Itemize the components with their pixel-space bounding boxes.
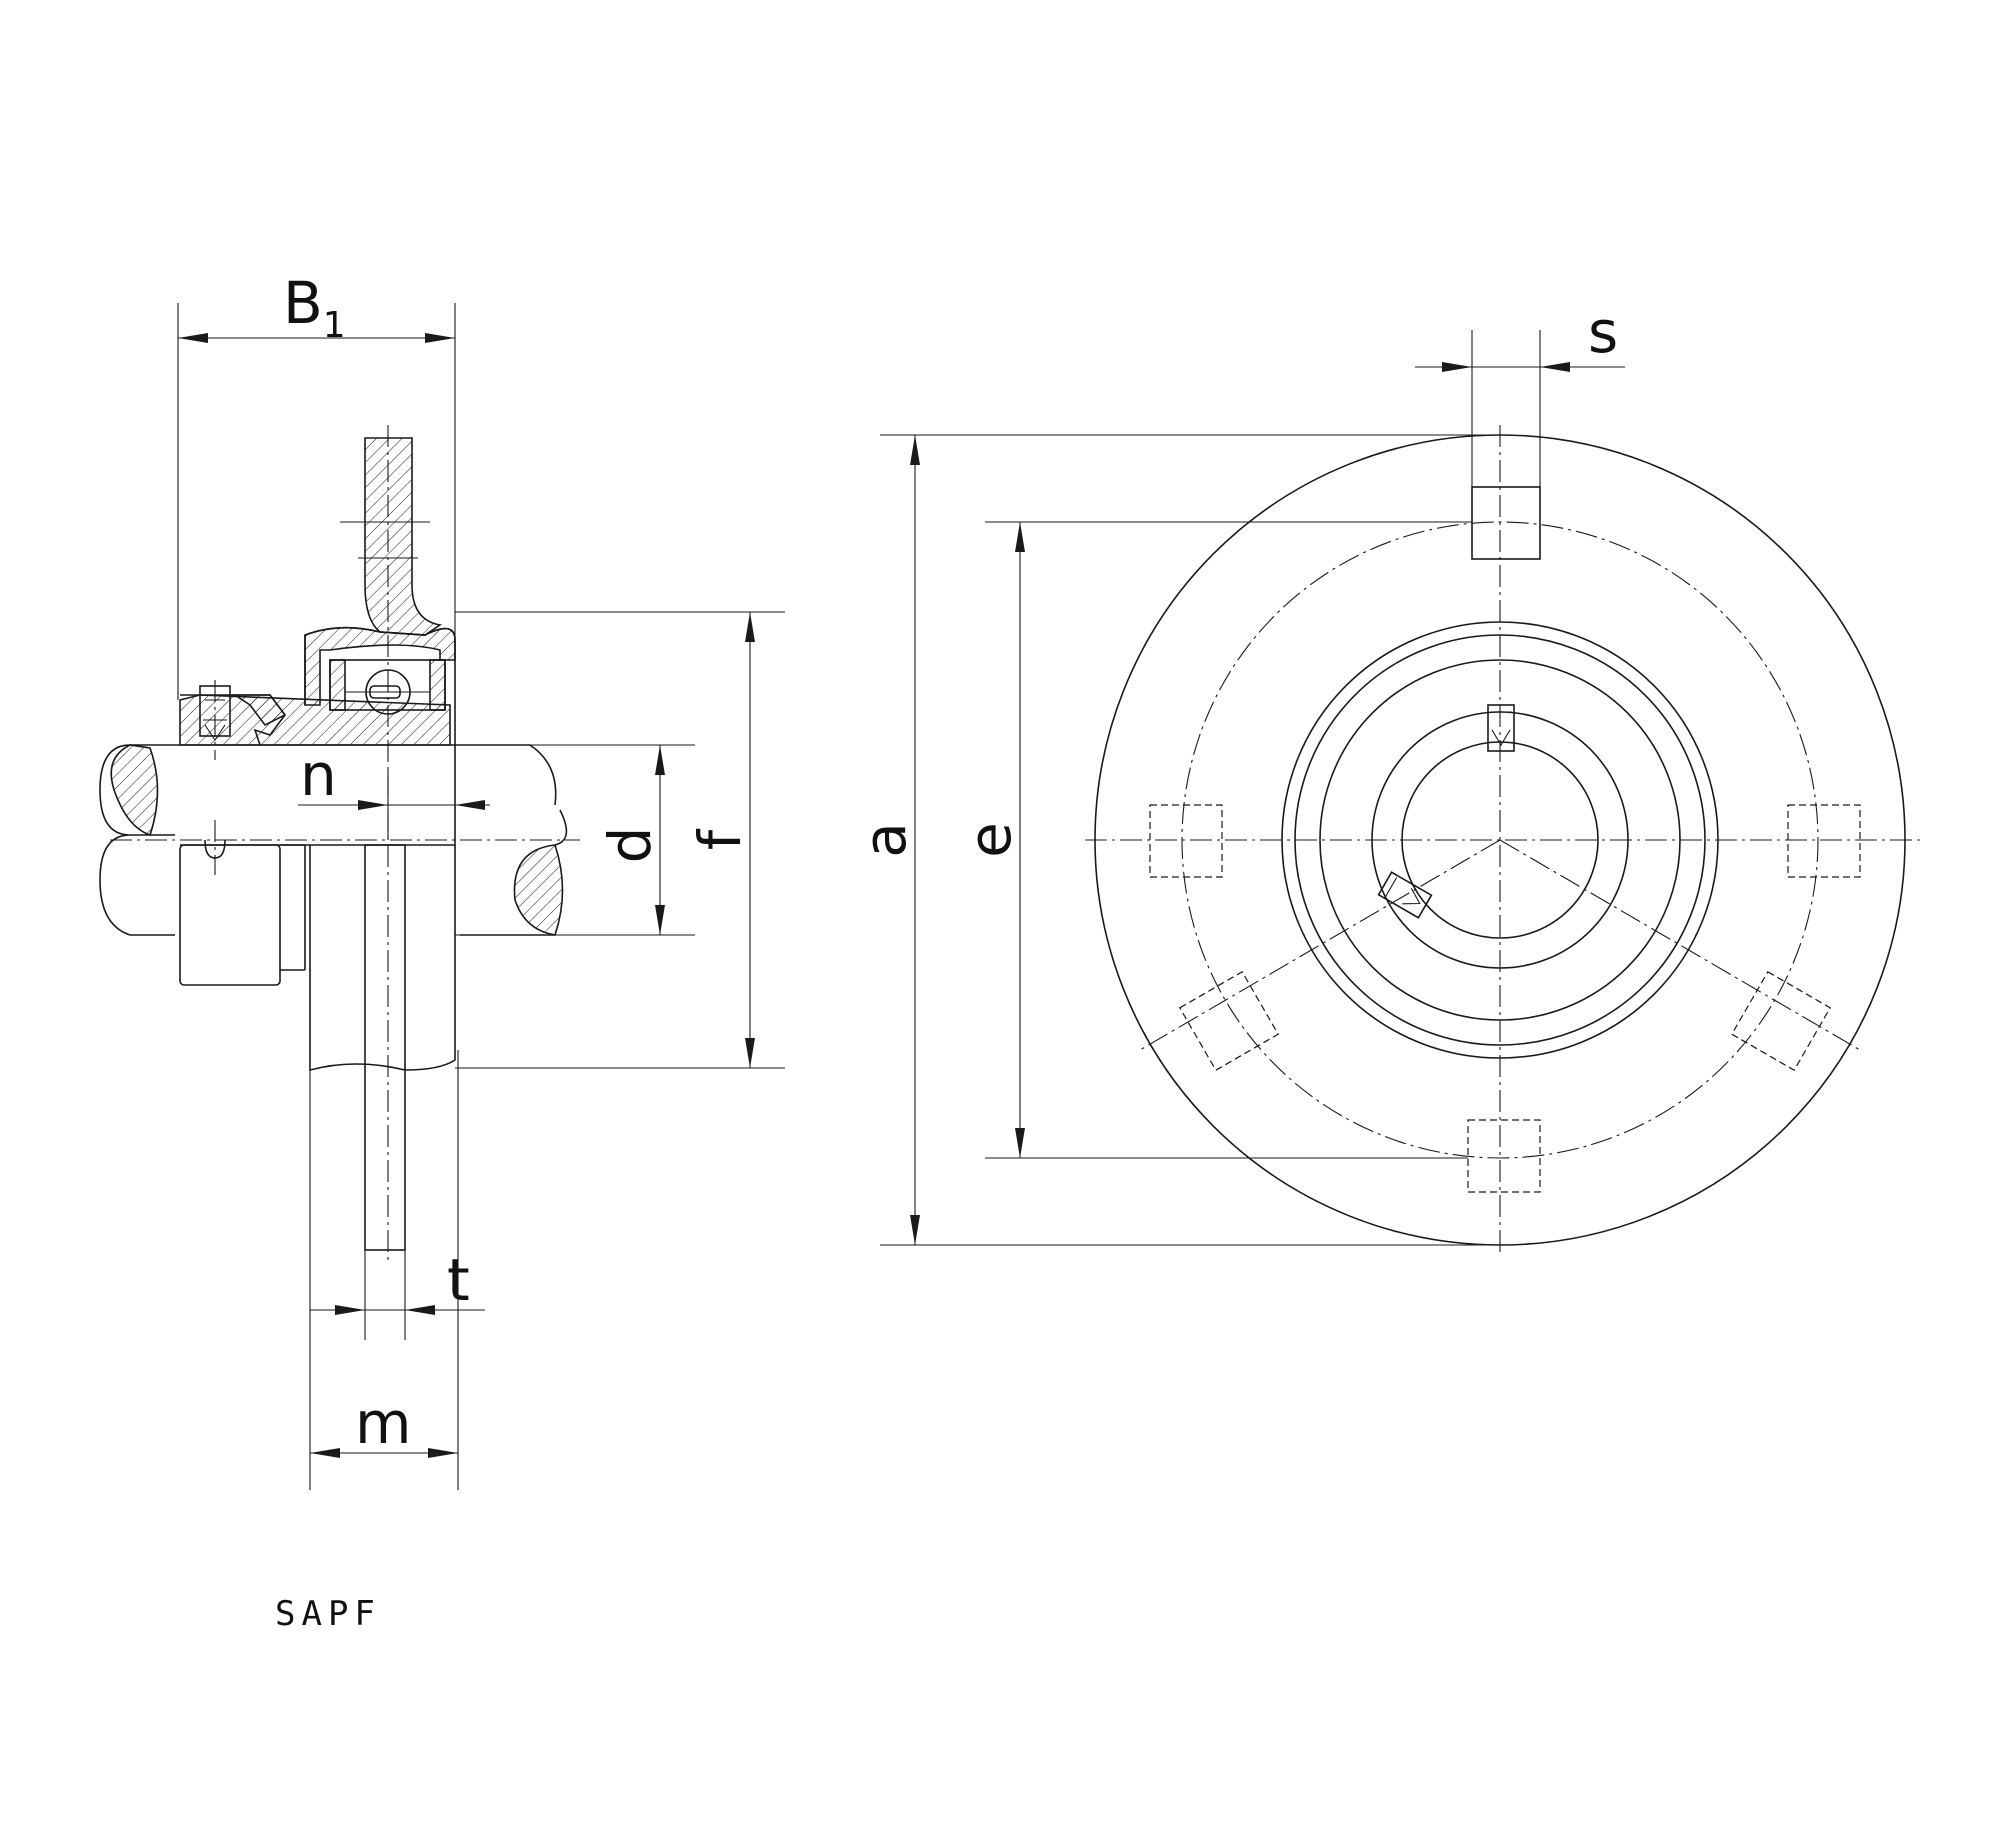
bolt-slot-top [1471, 486, 1541, 560]
n-label: n [300, 741, 337, 809]
a-label: a [851, 822, 919, 858]
d-label: d [596, 827, 664, 864]
set-screw-top [1487, 704, 1515, 752]
bearing [329, 659, 446, 715]
f-label: f [686, 828, 754, 850]
m-label: m [355, 1389, 412, 1457]
dimension-s: s [1415, 298, 1625, 435]
bolt-slot-left [1149, 804, 1223, 878]
dimension-t: t [310, 1246, 485, 1340]
inner-ring [179, 694, 451, 746]
bolt-slot-right [1787, 804, 1861, 878]
s-label: s [1588, 298, 1618, 366]
dimension-b1: B1 [177, 269, 456, 700]
model-caption: SAPF [275, 1594, 381, 1634]
section-view [99, 425, 580, 1260]
bolt-slot-lower-right [1731, 971, 1831, 1071]
front-view [1085, 425, 1925, 1255]
e-label: e [956, 822, 1024, 858]
set-screw-angled [1377, 871, 1433, 919]
dimension-f: f [455, 611, 785, 1069]
set-screw [199, 680, 231, 760]
b1-label: B1 [283, 269, 346, 346]
dimension-a: a [851, 434, 1500, 1246]
dimension-m: m [309, 1050, 459, 1490]
dimension-d: d [455, 744, 695, 936]
dimension-n: n [298, 741, 490, 840]
flange-plate [340, 425, 443, 1260]
dimension-e: e [956, 521, 1472, 1159]
bolt-slot-bottom [1467, 1119, 1541, 1193]
bolt-slot-lower-left [1179, 971, 1279, 1071]
